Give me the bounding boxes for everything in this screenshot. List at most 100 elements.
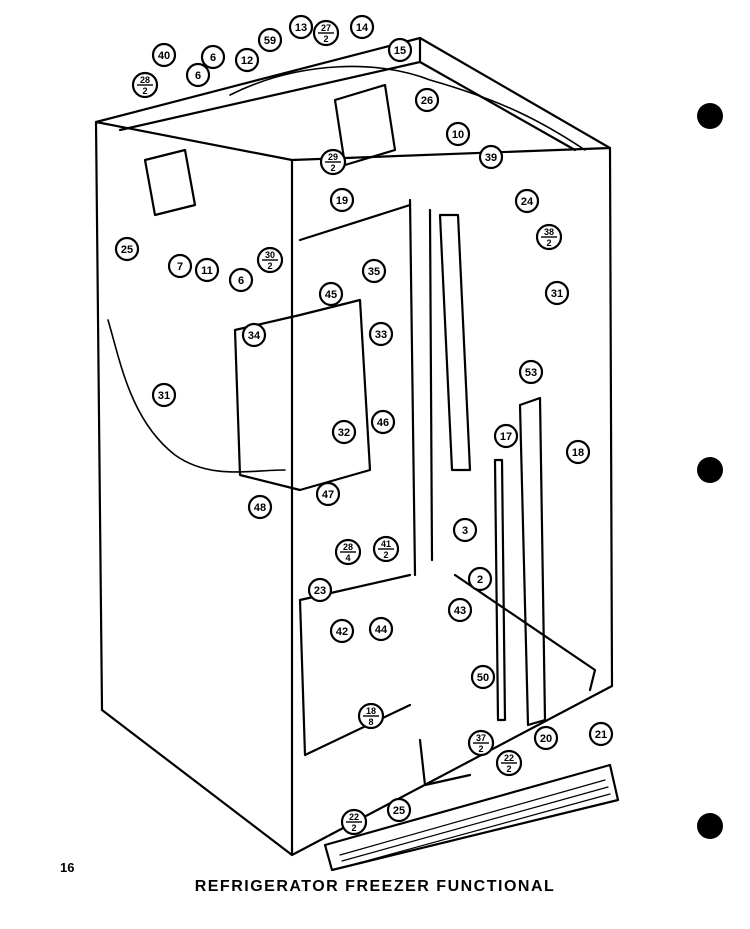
callout-c21: 21 [588,721,614,747]
callout-label: 21 [595,729,607,741]
callout-c12: 12 [234,47,260,73]
fraction-bottom: 2 [330,163,335,173]
callout-circle [307,577,333,603]
fraction-top: 28 [140,75,150,85]
callout-c40: 40 [151,42,177,68]
fraction-top: 22 [349,812,359,822]
insulation-contour [107,65,586,473]
fraction-bottom: 2 [546,238,551,248]
callout-circle [329,618,355,644]
callout-circle [234,47,260,73]
callout-label: 48 [254,502,266,514]
fraction-top: 27 [321,23,331,33]
housing-15 [333,83,397,167]
callout-circle [288,14,314,40]
callout-circle [331,419,357,445]
callout-label: 25 [121,244,133,256]
fraction-bottom: 2 [478,744,483,754]
callout-circle [241,322,267,348]
fraction-bottom: 2 [351,823,356,833]
callout-c6b: 6 [200,44,226,70]
callout-label: 17 [500,431,512,443]
fraction-top: 30 [265,250,275,260]
fraction-callout-f41: 412 [372,535,400,563]
callout-label: 10 [452,129,464,141]
fraction-callout-f28: 282 [131,71,159,99]
callout-c31b: 31 [151,382,177,408]
callout-label: 26 [421,95,433,107]
fraction-top: 37 [476,733,486,743]
fraction-bottom: 8 [368,717,373,727]
callout-c23: 23 [307,577,333,603]
callout-label: 23 [314,585,326,597]
callout-label: 39 [485,152,497,164]
callout-c26: 26 [414,87,440,113]
fraction-bottom: 2 [323,34,328,44]
callout-c6a: 6 [185,62,211,88]
callout-circle [387,37,413,63]
callout-c50: 50 [470,664,496,690]
callout-circle [478,144,504,170]
callout-circle [167,253,193,279]
callout-label: 12 [241,55,253,67]
callout-c19: 19 [329,187,355,213]
fraction-bottom: 2 [383,550,388,560]
callout-c34: 34 [241,322,267,348]
fraction-top: 28 [343,542,353,552]
kick-plate-grille [339,779,611,868]
callout-label: 25 [393,805,405,817]
callout-label: 19 [336,195,348,207]
callout-circle [514,188,540,214]
callout-circle [588,721,614,747]
fraction-bottom: 2 [506,764,511,774]
callout-c33: 33 [368,321,394,347]
fraction-callout-f37: 372 [467,729,495,757]
callout-label: 31 [158,390,170,402]
callout-circle [544,280,570,306]
callout-circle [470,664,496,690]
fraction-bottom: 2 [142,86,147,96]
callout-label: 3 [462,525,468,537]
callout-label: 35 [368,266,380,278]
callout-label: 7 [177,261,183,273]
callout-c44: 44 [368,616,394,642]
fraction-callout-f22: 222 [495,749,523,777]
callout-label: 53 [525,367,537,379]
callout-c48: 48 [247,494,273,520]
binder-hole-bottom [697,813,723,839]
fraction-callout-f27: 272 [312,19,340,47]
callout-c24: 24 [514,188,540,214]
callout-c45: 45 [318,281,344,307]
callout-c3: 3 [452,517,478,543]
callout-c59: 59 [257,27,283,53]
callout-circle [151,42,177,68]
callout-circle [151,382,177,408]
callout-circle [318,281,344,307]
fraction-bottom: 2 [267,261,272,271]
mid-compartment [233,298,372,492]
callout-circle [185,62,211,88]
fraction-top: 38 [544,227,554,237]
callout-circle [386,797,412,823]
callout-c20: 20 [533,725,559,751]
callout-label: 20 [540,733,552,745]
callout-label: 15 [394,45,406,57]
callout-circle [452,517,478,543]
callout-label: 50 [477,672,489,684]
callout-circle [445,121,471,147]
callout-circle [447,597,473,623]
door-strip-18 [518,396,547,727]
callout-label: 59 [264,35,276,47]
callout-c6c: 6 [228,267,254,293]
callout-circle [467,566,493,592]
callout-circle [368,616,394,642]
callout-c53: 53 [518,359,544,385]
callout-circle [329,187,355,213]
callout-label: 42 [336,626,348,638]
callout-c46: 46 [370,409,396,435]
door-strip-17 [493,458,507,722]
callout-c10: 10 [445,121,471,147]
page-number: 16 [60,860,75,875]
diagram-caption: REFRIGERATOR FREEZER FUNCTIONAL [194,878,556,895]
callout-label: 43 [454,605,466,617]
